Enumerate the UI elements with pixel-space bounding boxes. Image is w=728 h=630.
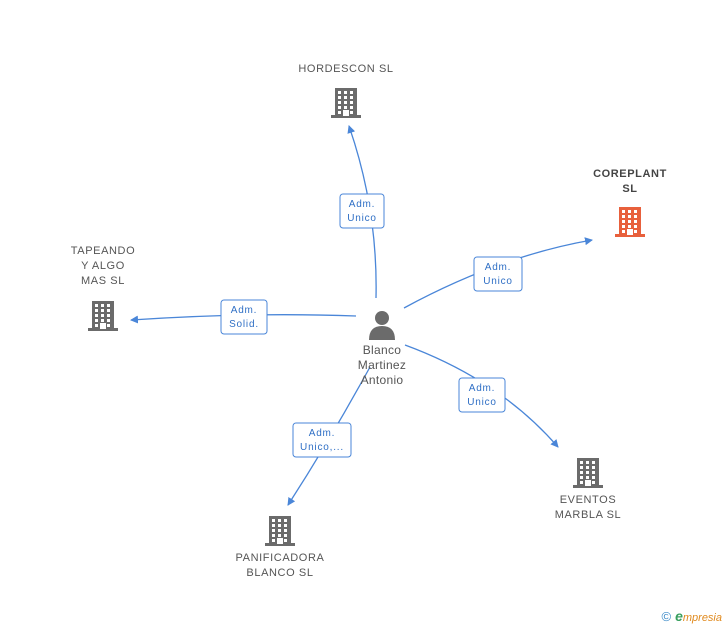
role-label-box — [339, 193, 385, 229]
company-name-coreplant: COREPLANT — [593, 168, 667, 180]
edge-coreplant: Adm. Unico — [403, 237, 593, 309]
role-label-text: Adm. — [231, 305, 258, 316]
company-node-panificadora[interactable]: PANIFICADORA BLANCO SL — [236, 516, 325, 579]
role-label-text: Unico — [347, 213, 377, 224]
company-node-tapeando[interactable]: TAPEANDO Y ALGO MAS SL — [71, 245, 136, 331]
empresia-brand[interactable]: ©empresia — [661, 608, 722, 624]
building-icon — [615, 207, 645, 237]
edge-eventos: Adm. Unico — [404, 344, 559, 448]
copyright-symbol: © — [661, 609, 672, 624]
brand-logo-initial: e — [675, 608, 683, 624]
role-label-tapeando[interactable]: Adm. Solid. — [220, 299, 268, 335]
person-name: Martinez — [358, 358, 406, 372]
role-label-eventos[interactable]: Adm. Unico — [458, 377, 506, 413]
person-name: Antonio — [361, 373, 404, 387]
role-label-text: Adm. — [485, 262, 512, 273]
role-label-text: Adm. — [309, 428, 336, 439]
building-icon — [88, 301, 118, 331]
company-name-tapeando: TAPEANDO — [71, 245, 136, 257]
role-label-box — [292, 422, 352, 458]
role-label-box — [473, 256, 523, 292]
company-name-tapeando: Y ALGO — [81, 260, 125, 272]
role-label-text: Unico,... — [300, 442, 344, 453]
company-name-eventos: EVENTOS — [560, 494, 617, 506]
person-icon — [369, 311, 395, 340]
building-icon — [331, 88, 361, 118]
edge-tapeando: Adm. Solid. — [130, 299, 357, 335]
role-label-text: Solid. — [229, 319, 259, 330]
edge-panificadora: Adm. Unico,... — [287, 366, 371, 506]
company-name-tapeando: MAS SL — [81, 275, 125, 287]
role-label-text: Adm. — [469, 383, 496, 394]
edge-hordescon: Adm. Unico — [339, 125, 385, 299]
company-name-eventos: MARBLA SL — [555, 509, 622, 521]
edges-layer: Adm.UnicoAdm.UnicoAdm.Solid.Adm.UnicoAdm… — [130, 125, 593, 506]
brand-name: mpresia — [682, 612, 722, 624]
building-icon — [573, 458, 603, 488]
company-node-eventos[interactable]: EVENTOS MARBLA SL — [555, 458, 622, 521]
role-label-text: Adm. — [349, 199, 376, 210]
role-label-coreplant[interactable]: Adm. Unico — [473, 256, 523, 292]
nodes-layer: HORDESCON SL COREPLANT SL TAPEANDO Y ALGO MAS… — [71, 63, 667, 579]
company-name-panificadora: BLANCO SL — [246, 567, 313, 579]
company-node-coreplant[interactable]: COREPLANT SL — [593, 168, 667, 237]
company-node-hordescon[interactable]: HORDESCON SL — [298, 63, 393, 118]
role-label-text: Unico — [483, 276, 513, 287]
role-label-box — [458, 377, 506, 413]
building-icon — [265, 516, 295, 546]
role-label-panificadora[interactable]: Adm. Unico,... — [292, 422, 352, 458]
role-label-box — [220, 299, 268, 335]
company-name-hordescon: HORDESCON SL — [298, 63, 393, 75]
role-label-text: Unico — [467, 397, 497, 408]
role-label-hordescon[interactable]: Adm. Unico — [339, 193, 385, 229]
person-name: Blanco — [363, 343, 402, 357]
company-name-coreplant: SL — [622, 183, 637, 195]
company-name-panificadora: PANIFICADORA — [236, 552, 325, 564]
